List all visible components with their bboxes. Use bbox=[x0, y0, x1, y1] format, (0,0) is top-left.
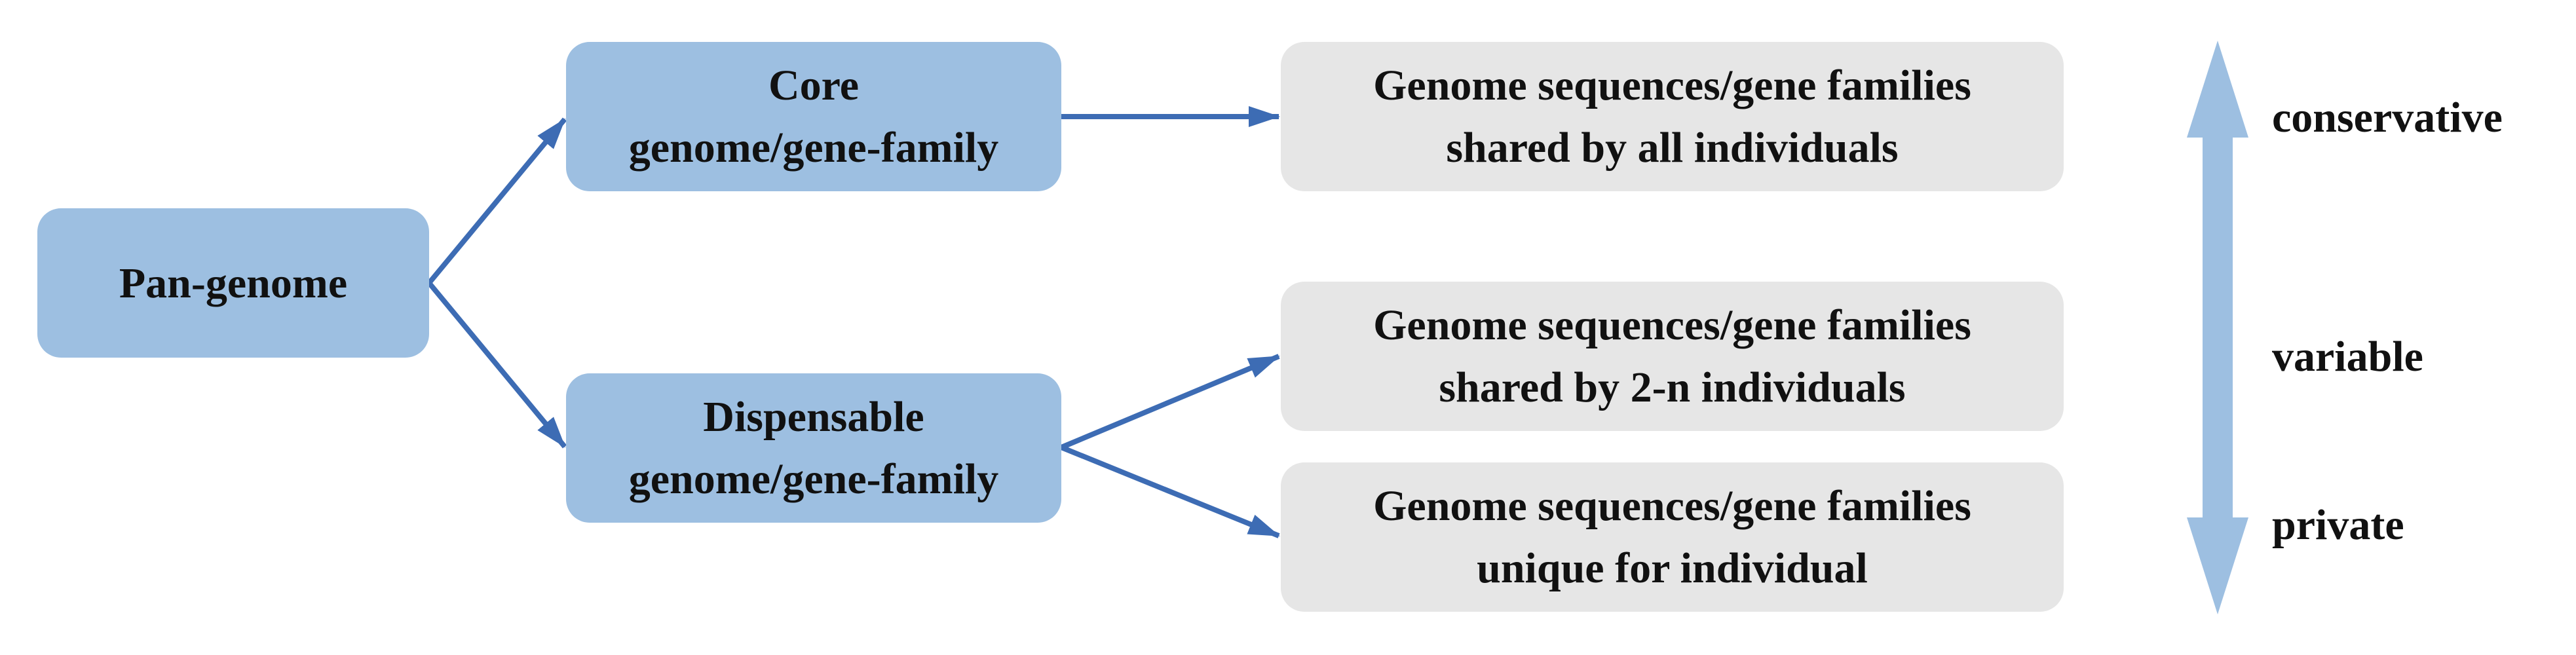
outcome-shared-by-all-line2: shared by all individuals bbox=[1446, 124, 1899, 172]
outcome-shared-by-2-n: Genome sequences/gene families shared by… bbox=[1281, 282, 2064, 431]
outcome-shared-by-all: Genome sequences/gene families shared by… bbox=[1281, 42, 2064, 191]
outcome-shared-by-2-n-line2: shared by 2-n individuals bbox=[1439, 364, 1906, 411]
connector-dispensable-to-shared-2n bbox=[1060, 354, 1280, 450]
core-genome-node: Core genome/gene-family bbox=[566, 42, 1061, 191]
variability-scale-arrow bbox=[2187, 41, 2248, 614]
connector-root-to-core bbox=[426, 117, 567, 285]
scale-label-private: private bbox=[2272, 501, 2404, 549]
outcome-unique-line1: Genome sequences/gene families bbox=[1373, 482, 1971, 530]
scale-label-conservative: conservative bbox=[2272, 94, 2503, 141]
connector-root-to-dispensable bbox=[426, 281, 567, 449]
outcome-shared-by-2-n-line1: Genome sequences/gene families bbox=[1373, 301, 1971, 349]
dispensable-genome-label-line2: genome/gene-family bbox=[628, 455, 999, 503]
pan-genome-node: Pan-genome bbox=[37, 208, 429, 358]
core-genome-label-line2: genome/gene-family bbox=[628, 124, 999, 172]
connector-dispensable-to-unique bbox=[1060, 445, 1280, 538]
outcome-unique-line2: unique for individual bbox=[1477, 544, 1868, 592]
pan-genome-label: Pan-genome bbox=[119, 259, 348, 307]
dispensable-genome-node: Dispensable genome/gene-family bbox=[566, 373, 1061, 523]
outcome-unique-for-individual: Genome sequences/gene families unique fo… bbox=[1281, 462, 2064, 612]
scale-label-variable: variable bbox=[2272, 333, 2423, 381]
core-genome-label-line1: Core bbox=[768, 62, 860, 109]
dispensable-genome-label-line1: Dispensable bbox=[703, 393, 924, 441]
outcome-shared-by-all-line1: Genome sequences/gene families bbox=[1373, 62, 1971, 109]
